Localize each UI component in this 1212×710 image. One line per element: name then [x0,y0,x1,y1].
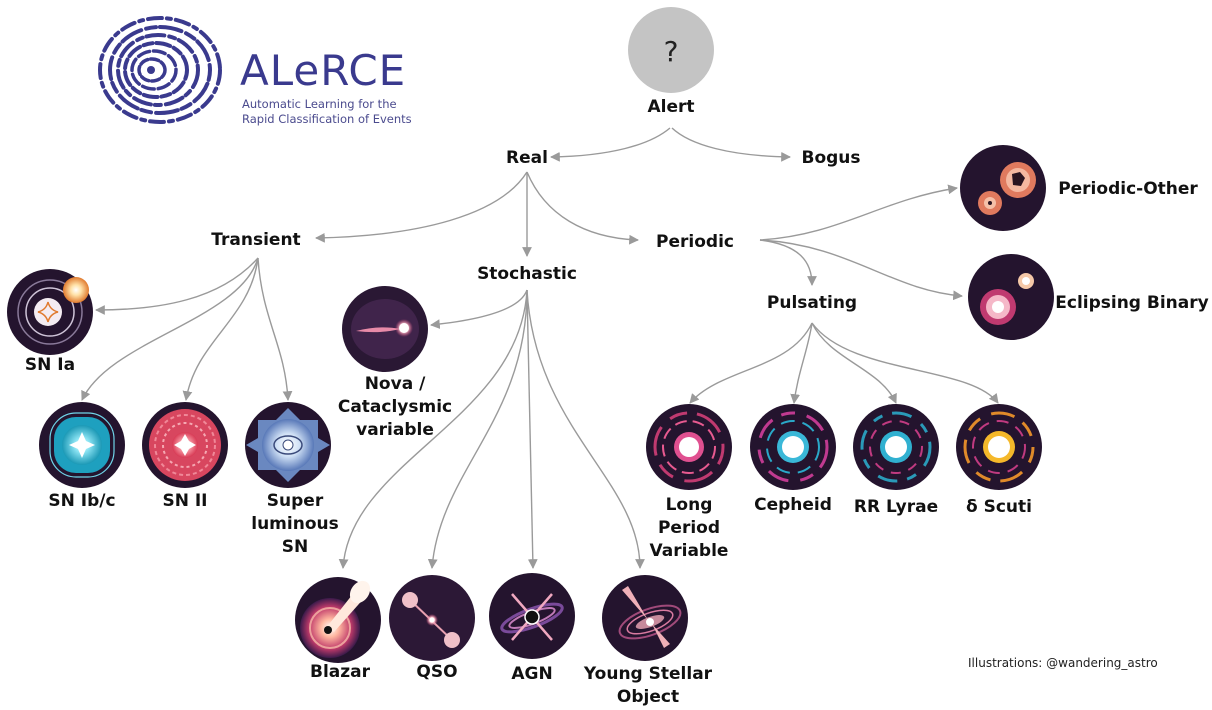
label-yso-line2: Object [616,687,680,707]
alerce-logo-icon [98,16,222,124]
edge-transient-slsn [257,257,293,401]
label-qso: QSO [416,662,458,682]
label-nova-line1: Nova / [364,374,426,394]
edge-stochastic-blazar [338,289,528,569]
sn-ii-icon [142,402,228,488]
edge-stochastic-qso [427,289,528,569]
edge-periodic-pulsating [759,239,817,286]
logo-title: ALeRCE [240,46,407,95]
edge-stochastic-nova [430,289,528,329]
edge-alert-real [550,127,671,162]
edge-pulsating-rr-lyrae [811,322,897,404]
edge-transient-sn-ii [182,257,259,401]
logo-subtitle-line2: Rapid Classification of Events [242,112,412,126]
label-transient: Transient [211,230,301,250]
label-sn-ii: SN II [162,491,208,511]
svg-text:?: ? [664,35,679,68]
label-eclipsing-binary: Eclipsing Binary [1055,293,1209,313]
label-agn: AGN [511,664,553,684]
label-lpv-line2: Period [657,518,721,538]
label-blazar: Blazar [309,662,370,682]
sn-ia-icon [7,269,93,355]
label-pulsating: Pulsating [766,293,858,313]
edge-real-periodic [526,171,639,245]
rr-lyrae-icon [853,404,939,490]
blazar-icon [295,577,381,663]
label-sn-ibc: SN Ib/c [48,491,116,511]
edge-periodic-periodic-other [759,184,958,241]
edge-stochastic-yso [526,289,645,569]
label-cepheid: Cepheid [754,495,832,515]
qso-icon [389,575,475,661]
edge-alert-bogus [671,127,791,162]
logo-subtitle-line1: Automatic Learning for the [242,97,397,111]
label-alert: Alert [647,97,695,117]
superluminous-sn-icon [245,402,331,488]
delta-scuti-icon [956,404,1042,490]
cepheid-icon [750,404,836,490]
eclipsing-binary-icon [968,254,1054,340]
label-real: Real [506,148,548,168]
label-sn-ia: SN Ia [24,355,76,375]
label-nova-line3: variable [356,420,434,440]
edge-real-transient [315,171,528,243]
label-stochastic: Stochastic [477,264,577,284]
edge-pulsating-cepheid [790,322,813,404]
edge-transient-sn-ibc [81,257,259,401]
alert-unknown-icon: ? [628,7,714,93]
agn-icon [489,573,575,659]
label-slsn-line3: SN [281,537,309,557]
nova-icon [342,286,428,372]
edge-stochastic-agn [526,289,538,569]
long-period-variable-icon [646,404,732,490]
periodic-other-icon [960,145,1046,231]
label-slsn-line2: luminous [251,514,339,534]
young-stellar-object-icon [602,575,688,661]
label-nova-line2: Cataclysmic [337,397,453,417]
label-lpv-line3: Variable [649,541,729,561]
label-superluminous-sn: Super luminous SN [250,490,340,559]
label-nova: Nova / Cataclysmic variable [335,373,455,442]
edge-pulsating-delta-scuti [811,322,999,404]
illustrations-credit: Illustrations: @wandering_astro [968,656,1158,670]
label-young-stellar-object: Young Stellar Object [578,663,718,709]
label-rr-lyrae: RR Lyrae [853,497,939,517]
label-periodic-other: Periodic-Other [1058,179,1198,199]
edge-transient-sn-ia [95,257,259,315]
label-slsn-line1: Super [266,491,324,511]
sn-ibc-icon [39,402,125,488]
label-bogus: Bogus [801,148,861,168]
label-lpv-line1: Long [665,495,713,515]
edge-periodic-eclipsing-binary [759,239,963,301]
label-delta-scuti: δ Scuti [966,497,1032,517]
edge-pulsating-lpv [689,322,813,404]
label-long-period-variable: Long Period Variable [639,494,739,563]
label-periodic: Periodic [656,232,734,252]
label-yso-line1: Young Stellar [583,664,713,684]
